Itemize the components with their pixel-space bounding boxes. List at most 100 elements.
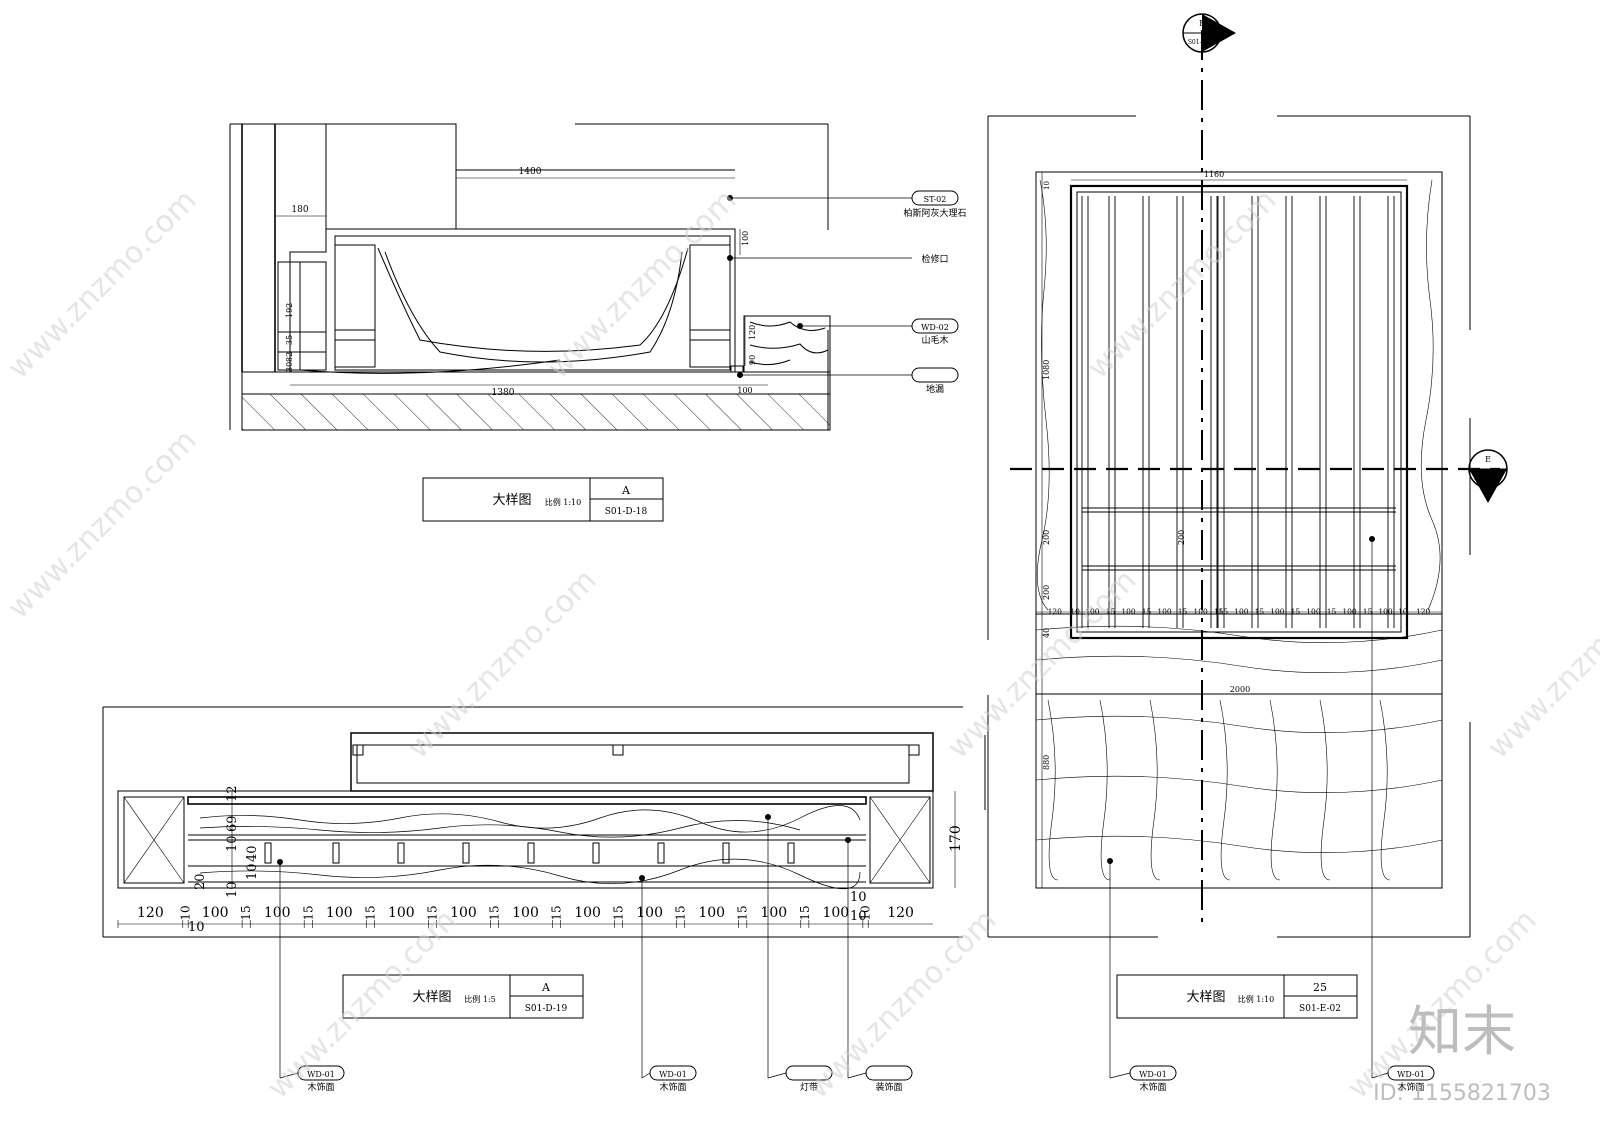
detail-drawing-b: [102, 706, 986, 1081]
dim-text: 30: [285, 362, 294, 372]
dim-text: 100: [512, 905, 539, 921]
dim-text: 192: [285, 303, 294, 318]
detail-drawing-a: [229, 123, 959, 522]
section-sheet: S01-D-20: [1188, 39, 1217, 46]
dim-text: 10: [859, 905, 873, 920]
title-sheet: S01-E-02: [1299, 1004, 1341, 1014]
title-index: A: [541, 981, 551, 994]
dim-text: 100: [1193, 607, 1208, 616]
dim-text: 15: [1255, 607, 1265, 616]
dim-text: 10: [225, 881, 240, 898]
dim-text: 15: [1291, 607, 1301, 616]
dim-text: 10: [188, 920, 205, 935]
dim-text: 15: [674, 905, 688, 920]
watermark-site: www.znzmo.com: [1081, 183, 1284, 386]
title-sheet: S01-D-19: [525, 1004, 568, 1014]
dim-text: 100: [698, 905, 725, 921]
dim-text: 35: [285, 335, 294, 345]
id-text: ID: 1155821703: [1373, 1081, 1551, 1106]
title-name: 大样图: [492, 493, 531, 508]
dim-text: 100: [737, 386, 752, 395]
dim-text: 10: [1070, 607, 1080, 616]
title-sheet: S01-D-18: [605, 507, 648, 517]
dim-text: 100: [1157, 607, 1172, 616]
dim-text: 15: [1178, 607, 1188, 616]
dim-text: 40: [1042, 628, 1051, 638]
callout-desc: 山毛木: [921, 334, 948, 346]
dim-text: 10: [225, 835, 240, 852]
dim-text: 100: [264, 905, 291, 921]
slat-group: [1081, 196, 1395, 628]
logo-text: 知末: [1408, 1000, 1516, 1063]
dim-text: 15: [1106, 607, 1116, 616]
title-name: 大样图: [1186, 990, 1225, 1005]
dim-text: 120: [1416, 607, 1431, 616]
dim-text: 100: [636, 905, 663, 921]
dim-text: 1080: [1042, 360, 1051, 380]
dim-text: 100: [1378, 607, 1393, 616]
dim-text: 15: [425, 905, 439, 920]
dimension-row: 120 10 100 15 100 15 100 15 100 15 100 15 100 15 100 15…: [117, 905, 914, 928]
title-index: 25: [1313, 981, 1327, 994]
dim-text: 10: [850, 890, 867, 905]
dim-text: 120: [748, 325, 757, 340]
dim-text: 1160: [1204, 170, 1224, 179]
dim-text: 15: [1363, 607, 1373, 616]
dim-text: 2000: [1230, 685, 1250, 694]
dim-text: 10: [1398, 607, 1408, 616]
dim-text: 200: [1042, 585, 1051, 600]
dim-text: 120: [1048, 607, 1063, 616]
watermark-site: www.znzmo.com: [1481, 563, 1600, 766]
dim-text: 100: [1234, 607, 1249, 616]
watermark-logo: 知末 ID: 1155821703: [1373, 1000, 1551, 1106]
dim-text: 15: [487, 905, 501, 920]
dim-text: 15: [301, 905, 315, 920]
watermark-site: www.znzmo.com: [1, 423, 204, 626]
callout-desc: 灯带: [800, 1082, 818, 1093]
dim-text: 15: [612, 905, 626, 920]
dim-text: 180: [291, 205, 308, 215]
dim-text: 90: [748, 355, 757, 365]
dim-text: 100: [202, 905, 229, 921]
dim-text: 40: [245, 845, 260, 862]
callout-code: WD-01: [307, 1070, 335, 1079]
dim-text: 100: [822, 905, 849, 921]
dim-text: 12: [225, 785, 240, 802]
callout-desc: 地漏: [926, 383, 944, 395]
dim-text: 1400: [519, 167, 542, 177]
callout-code: WD-01: [659, 1070, 687, 1079]
dim-text: 200: [1042, 530, 1051, 545]
dim-text: 15: [363, 905, 377, 920]
dim-text: 100: [450, 905, 477, 921]
dim-text: 15: [1214, 607, 1224, 616]
dim-text: 15: [1142, 607, 1152, 616]
callout-desc: 木饰面: [1139, 1081, 1166, 1093]
callout-desc: 装饰面: [875, 1081, 902, 1093]
dim-text: 10: [245, 863, 260, 880]
section-sheet: S01-D-21: [1474, 475, 1502, 482]
title-scale: 比例 1:10: [1238, 994, 1275, 1004]
dim-text: 15: [798, 905, 812, 920]
callout-code: WD-02: [921, 323, 949, 332]
watermark-site: www.znzmo.com: [801, 903, 1004, 1106]
dim-text: 1380: [492, 388, 515, 398]
detail-drawing-a-text: 1400 180 100 192 35 82 30 1380 100 120 9…: [285, 167, 967, 517]
section-num: E: [1485, 455, 1491, 464]
dim-text: 15: [239, 905, 253, 920]
title-scale: 比例 1:10: [545, 497, 582, 507]
dim-text: 15: [1327, 607, 1337, 616]
dim-text: 82: [285, 352, 294, 362]
callout-desc: 检修口: [921, 253, 948, 265]
title-name: 大样图: [412, 990, 451, 1005]
dim-text: 100: [1085, 607, 1100, 616]
dim-text: 100: [388, 905, 415, 921]
detail-drawing-c-text: E S01-D-20 E S01-D-21 1160 10 1080 200 2…: [1042, 19, 1502, 1093]
dim-text: 100: [326, 905, 353, 921]
dim-text: 100: [574, 905, 601, 921]
dim-text: 69: [225, 815, 240, 832]
dim-text: 120: [887, 905, 914, 921]
dim-text: 10: [1043, 181, 1051, 190]
callout-code: ST-02: [924, 195, 947, 204]
callout-code: WD-01: [1139, 1070, 1167, 1079]
dim-text: 15: [1219, 607, 1229, 616]
